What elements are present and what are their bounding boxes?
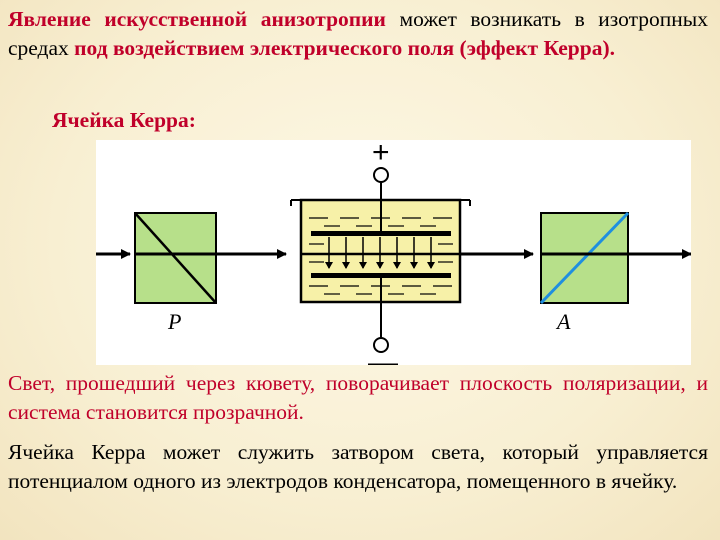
kerr-cell-svg: P bbox=[96, 136, 692, 379]
plus-sign: + bbox=[372, 140, 390, 169]
minus-sign: — bbox=[368, 346, 398, 365]
electrode-bottom bbox=[311, 273, 451, 278]
kerr-cell-diagram: P bbox=[96, 136, 692, 379]
terminal-bottom bbox=[373, 337, 389, 353]
result-paragraph: Свет, прошедший через кювету, поворачива… bbox=[8, 371, 708, 424]
intro-paragraph: Явление искусственной анизотропии может … bbox=[8, 5, 708, 63]
analyzer bbox=[539, 211, 630, 305]
polarizer-label: P bbox=[167, 309, 181, 334]
intro-highlight-1: Явление искусственной анизотропии bbox=[8, 7, 386, 31]
electrode-top bbox=[311, 231, 451, 236]
shutter-paragraph: Ячейка Керра может служить затвором свет… bbox=[8, 440, 708, 493]
intro-text: может возникать в изотропных средах bbox=[8, 7, 708, 60]
analyzer-label: A bbox=[555, 309, 571, 334]
kerr-cell-heading: Ячейка Керра: bbox=[52, 108, 196, 132]
terminal-top bbox=[373, 167, 389, 183]
field-arrows bbox=[325, 237, 435, 269]
polarizer bbox=[134, 212, 217, 304]
intro-highlight-2: под воздействием электрического поля (эф… bbox=[74, 36, 615, 60]
